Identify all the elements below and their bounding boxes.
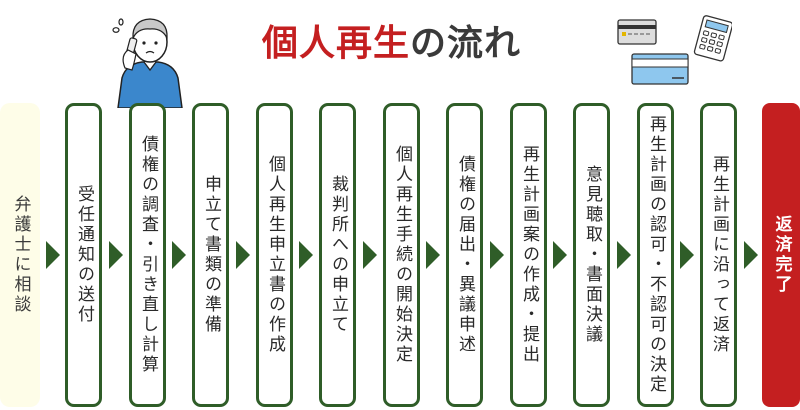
arrow-right-icon: [744, 241, 758, 269]
step-plan-draft: 再生計画案の作成・提出: [510, 103, 547, 407]
arrow-right-icon: [109, 241, 123, 269]
step-hearing-resolution: 意見聴取・書面決議: [573, 103, 610, 407]
step-label: 債権の調査・引き直し計算: [138, 135, 158, 375]
step-label: 個人再生手続の開始決定: [392, 145, 412, 365]
arrow-right-icon: [363, 241, 377, 269]
step-label: 裁判所への申立て: [328, 175, 348, 335]
title-dark-part: の流れ: [410, 23, 522, 64]
step-label: 個人再生申立書の作成: [265, 155, 285, 355]
arrow-right-icon: [680, 241, 694, 269]
step-debt-investigation: 債権の調査・引き直し計算: [129, 103, 166, 407]
step-label: 意見聴取・書面決議: [582, 165, 602, 345]
step-label: 返済完了: [771, 215, 792, 295]
step-repayment-complete: 返済完了: [762, 103, 800, 407]
step-file-with-court: 裁判所への申立て: [319, 103, 356, 407]
cards-calculator-icon: [617, 15, 732, 85]
step-label: 申立て書類の準備: [201, 175, 221, 335]
step-commencement-decision: 個人再生手続の開始決定: [383, 103, 420, 407]
step-consult-lawyer: 弁護士に相談: [0, 103, 40, 407]
arrow-right-icon: [46, 241, 60, 269]
step-label: 受任通知の送付: [74, 185, 94, 325]
step-claims-objections: 債権の届出・異議申述: [446, 103, 483, 407]
title-red-part: 個人再生: [262, 23, 411, 64]
arrow-right-icon: [490, 241, 504, 269]
arrow-right-icon: [426, 241, 440, 269]
step-repay-per-plan: 再生計画に沿って返済: [700, 103, 737, 407]
step-label: 弁護士に相談: [10, 195, 31, 315]
step-label: 再生計画に沿って返済: [709, 155, 729, 355]
page-title: 個人再生の流れ: [262, 22, 521, 66]
step-label: 再生計画案の作成・提出: [519, 145, 539, 365]
step-approval-decision: 再生計画の認可・不認可の決定: [637, 103, 674, 407]
arrow-right-icon: [236, 241, 250, 269]
arrow-right-icon: [617, 241, 631, 269]
process-flow: 弁護士に相談 受任通知の送付 債権の調査・引き直し計算 申立て書類の準備 個人再…: [0, 103, 800, 407]
worried-man-phone-icon: [112, 18, 183, 108]
step-prepare-documents: 申立て書類の準備: [192, 103, 229, 407]
step-label: 再生計画の認可・不認可の決定: [646, 115, 666, 395]
step-create-petition: 個人再生申立書の作成: [256, 103, 293, 407]
arrow-right-icon: [299, 241, 313, 269]
step-label: 債権の届出・異議申述: [455, 155, 475, 355]
step-notice-of-engagement: 受任通知の送付: [65, 103, 102, 407]
arrow-right-icon: [172, 241, 186, 269]
arrow-right-icon: [553, 241, 567, 269]
